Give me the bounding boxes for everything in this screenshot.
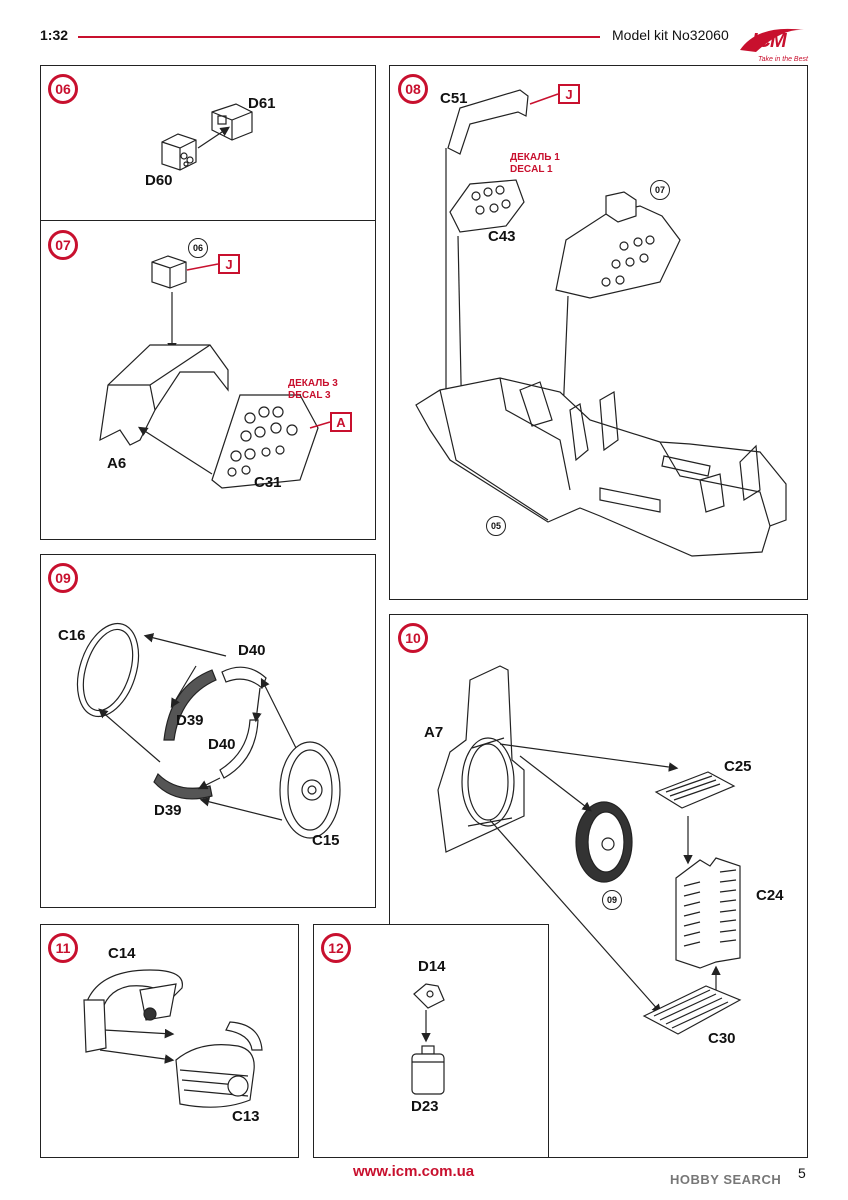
decal-1-ru: ДЕКАЛЬ 1: [510, 152, 560, 163]
part-label-c14: C14: [108, 945, 136, 962]
decal-3-ru: ДЕКАЛЬ 3: [288, 378, 338, 389]
step-number-08: 08: [398, 74, 428, 104]
part-a6-drawing: [99, 344, 229, 446]
part-label-c30: C30: [708, 1030, 736, 1047]
model-kit-label: Model kit No32060: [612, 27, 729, 43]
subassembly-ref-09: 09: [602, 890, 622, 910]
part-d39-lower-drawing: [153, 772, 213, 800]
step-number-11: 11: [48, 933, 78, 963]
part-c15-drawing: [279, 741, 341, 839]
part-label-d60: D60: [145, 172, 173, 189]
part-c31-drawing: [211, 394, 319, 489]
step-number-09: 09: [48, 563, 78, 593]
part-c51-drawing: [447, 89, 529, 155]
part-label-c24: C24: [756, 887, 784, 904]
scale-label: 1:32: [40, 27, 69, 43]
part-c30-drawing: [642, 985, 742, 1035]
marker-j-box: J: [218, 254, 240, 274]
part-label-c25: C25: [724, 758, 752, 775]
part-a7-drawing: [437, 665, 525, 853]
marker-a-box: A: [330, 412, 352, 432]
part-d60-drawing: [161, 133, 197, 171]
part-c13-drawing: [83, 999, 263, 1108]
decal-3-en: DECAL 3: [288, 390, 331, 401]
part-09-wheel-drawing: [575, 801, 633, 883]
part-d23-drawing: [411, 1045, 445, 1095]
decal-1-note: ДЕКАЛЬ 1 DECAL 1: [510, 152, 560, 176]
part-d39-left-drawing: [163, 669, 217, 741]
page-number: 5: [798, 1165, 806, 1181]
step-07-panel: [40, 220, 376, 540]
part-c14-drawing: [85, 969, 183, 1022]
part-label-d61: D61: [248, 95, 276, 112]
step-number-12: 12: [321, 933, 351, 963]
part-c16-drawing: [76, 622, 140, 718]
part-c24-drawing: [675, 857, 741, 969]
part-label-c51: C51: [440, 90, 468, 107]
subassembly-ref-07: 07: [650, 180, 670, 200]
subassembly-ref-05: 05: [486, 516, 506, 536]
part-label-d40-upper: D40: [238, 642, 266, 659]
part-label-c16: C16: [58, 627, 86, 644]
part-label-c31: C31: [254, 474, 282, 491]
step-number-10: 10: [398, 623, 428, 653]
icm-logo: ICM Take in the Best: [738, 22, 808, 63]
step-06-panel: [40, 65, 376, 221]
footer-website-link[interactable]: www.icm.com.ua: [353, 1163, 475, 1180]
part-label-d14: D14: [418, 958, 446, 975]
part-label-d40-lower: D40: [208, 736, 236, 753]
part-07-assembly-drawing: [555, 191, 681, 299]
part-d40-upper-drawing: [221, 666, 267, 690]
part-label-c13: C13: [232, 1108, 260, 1125]
decal-3-note: ДЕКАЛЬ 3 DECAL 3: [288, 378, 338, 402]
part-label-a7: A7: [424, 724, 444, 741]
logo-tagline: Take in the Best: [758, 56, 808, 63]
logo-brand: ICM: [752, 30, 787, 52]
decal-1-en: DECAL 1: [510, 164, 553, 175]
part-label-d23: D23: [411, 1098, 439, 1115]
subassembly-ref-06: 06: [188, 238, 208, 258]
part-label-d39-lower: D39: [154, 802, 182, 819]
step-number-07: 07: [48, 230, 78, 260]
part-06-drawing: [151, 255, 187, 289]
part-d40-right-drawing: [219, 719, 259, 779]
step-number-06: 06: [48, 74, 78, 104]
header-rule: [78, 36, 600, 38]
step-12-panel: [313, 924, 549, 1158]
part-label-a6: A6: [107, 455, 127, 472]
part-label-d39-upper: D39: [176, 712, 204, 729]
watermark: HOBBY SEARCH: [670, 1172, 782, 1187]
part-d14-drawing: [413, 983, 445, 1009]
part-c43-drawing: [449, 179, 525, 233]
part-label-c43: C43: [488, 228, 516, 245]
cockpit-tub-drawing: [415, 377, 787, 557]
marker-j-box-08: J: [558, 84, 580, 104]
part-c25-drawing: [654, 771, 736, 809]
step-09-panel: [40, 554, 376, 908]
part-label-c15: C15: [312, 832, 340, 849]
